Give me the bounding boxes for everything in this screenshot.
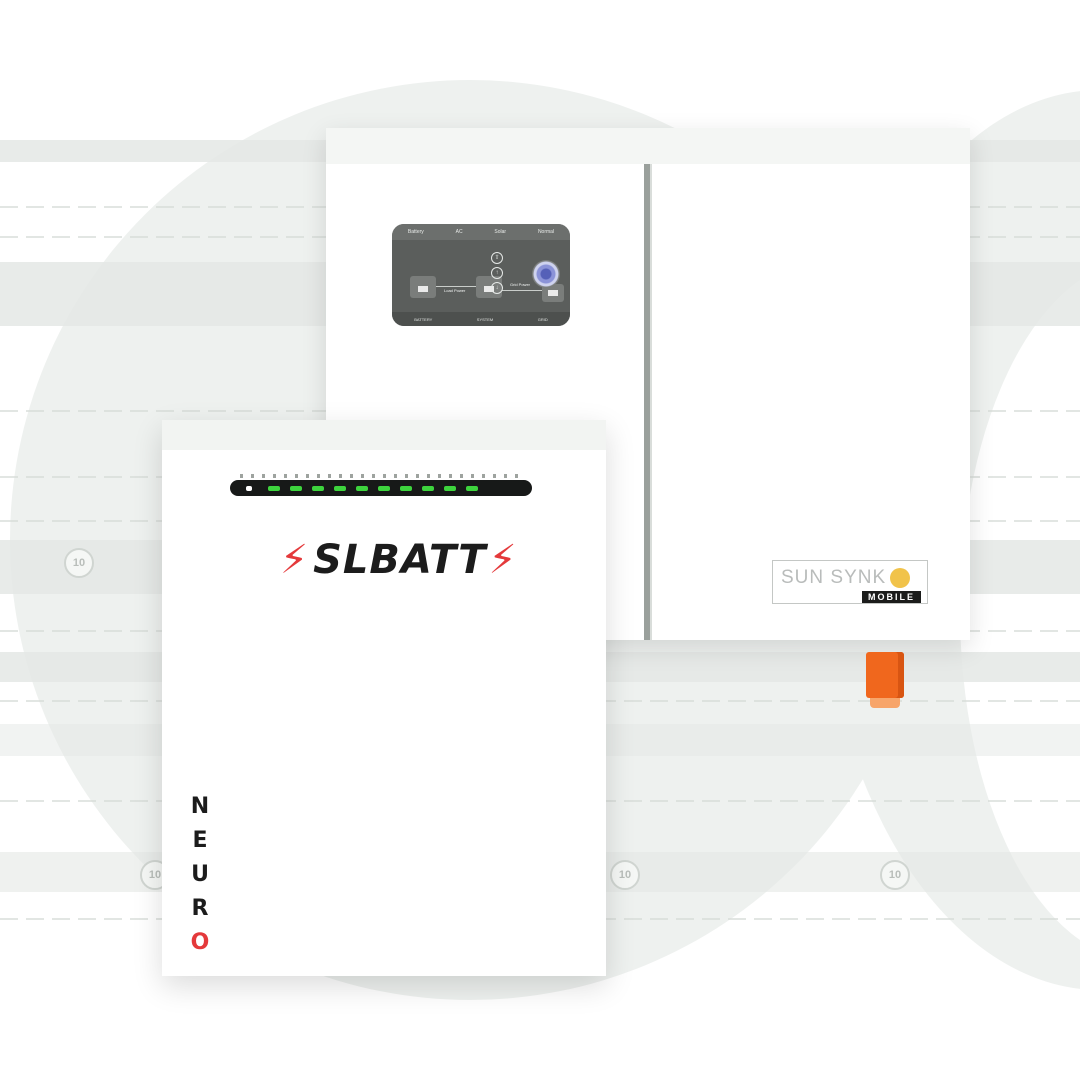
battery-led (356, 486, 368, 491)
sunsynk-brand: SUN SYNK (781, 567, 887, 588)
screen-tab-battery: Battery (407, 229, 424, 235)
battery-led (378, 486, 390, 491)
screen-tab-solar: Solar (494, 229, 507, 235)
screen-tab-normal: Normal (537, 229, 555, 235)
power-flow-line (436, 286, 476, 287)
battery-top-edge (162, 420, 606, 450)
background-badge: 10 (610, 860, 640, 890)
neuro-letter: N (190, 794, 210, 819)
slbatt-mark-icon: ⚡ (280, 537, 310, 583)
inverter-top-edge (326, 128, 970, 164)
battery-led (290, 486, 302, 491)
neuro-letter: R (191, 896, 209, 921)
cable-connector-tip (870, 698, 900, 708)
screen-bottom-bar: BATTERY SYSTEM GRID (392, 312, 570, 326)
power-knob-icon[interactable] (532, 260, 560, 288)
battery-unit: ⚡ SLBATT ⚡ N E U R O (162, 420, 606, 976)
battery-led (268, 486, 280, 491)
slbatt-wordmark: SLBATT (313, 537, 487, 583)
battery-led (246, 486, 252, 491)
screen-bottom-system: SYSTEM (476, 316, 494, 322)
sunsynk-logo: SUN SYNK MOBILE (772, 560, 928, 604)
battery-led (400, 486, 412, 491)
led-scale-ticks (240, 474, 524, 478)
sunsynk-subtitle: MOBILE (862, 591, 921, 603)
inverter-screen: Battery AC Solar Normal Load Power Grid … (392, 224, 570, 326)
battery-led (422, 486, 434, 491)
power-flow-line (502, 290, 542, 291)
bolt-icon: ⚡ (488, 537, 518, 583)
background-badge: 10 (64, 548, 94, 578)
slbatt-logo: ⚡ SLBATT ⚡ (280, 536, 518, 584)
battery-led (466, 486, 478, 491)
grid-box (542, 284, 564, 302)
arrow-up-icon[interactable]: ↑ (491, 267, 503, 279)
cable-connector (866, 652, 904, 698)
screen-bottom-battery: BATTERY (414, 316, 433, 322)
neuro-vertical-mark: N E U R O (188, 790, 212, 960)
home-icon[interactable]: ⇧ (491, 252, 503, 264)
battery-box (410, 276, 436, 298)
grid-power-label: Grid Power (510, 282, 531, 287)
neuro-letter: E (192, 828, 208, 853)
neuro-letter: U (191, 862, 209, 887)
sun-icon (890, 568, 911, 588)
arrow-down-icon[interactable]: ↓ (491, 282, 503, 294)
inverter-seam (644, 164, 650, 640)
load-power-label: Load Power (444, 288, 466, 293)
screen-tab-bar: Battery AC Solar Normal (392, 224, 570, 240)
neuro-letter: O (190, 930, 210, 955)
screen-bottom-grid: GRID (537, 316, 548, 322)
inverter-seam-highlight (650, 164, 652, 640)
screen-nav-buttons: ⇧ ↑ ↓ (491, 252, 503, 297)
screen-tab-ac: AC (455, 229, 463, 235)
battery-led (312, 486, 324, 491)
background-badge: 10 (880, 860, 910, 890)
sunsynk-wordmark: SUN SYNK (781, 567, 911, 589)
battery-led (444, 486, 456, 491)
battery-led (334, 486, 346, 491)
